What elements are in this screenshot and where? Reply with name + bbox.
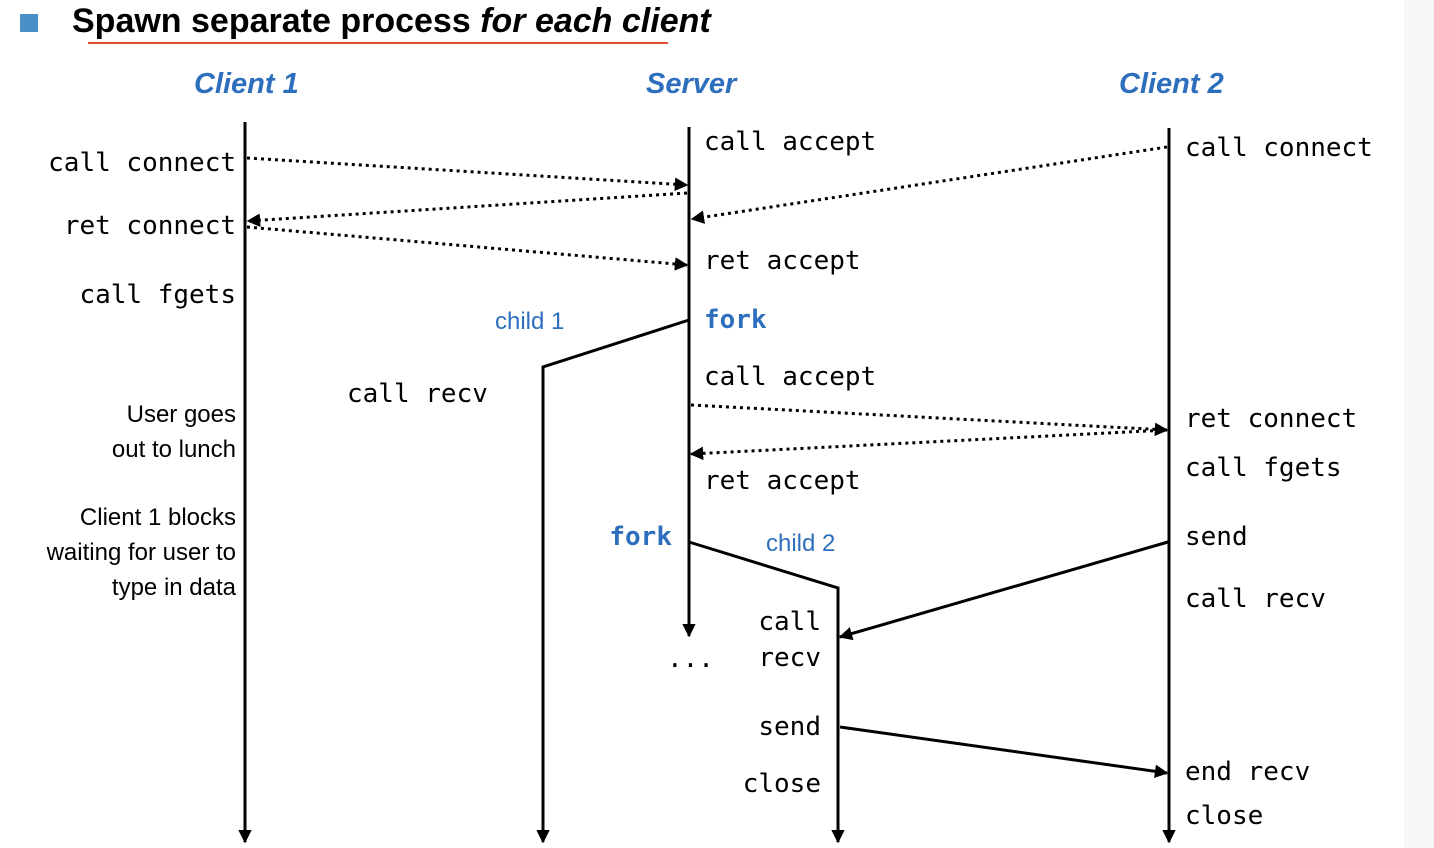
arrow-client2-to-server-ret-accept [689,428,1168,461]
arrow-client2-connect-to-server [690,145,1168,224]
child2-label: child 2 [766,530,836,557]
client2-close: close [1185,801,1264,831]
bullet-square-icon [20,14,38,32]
client2-call-connect: call connect [1185,133,1373,163]
client1-lunch-note: User goes out to lunch [112,398,236,468]
right-scroll-strip [1404,0,1434,848]
server-ret-accept-1: ret accept [704,246,861,276]
child1-call-recv: call recv [347,379,488,409]
child2-close: close [742,769,821,799]
arrow-server-to-client2-ret-connect [690,403,1169,437]
arrow-client1-to-server-ret-accept [246,225,689,271]
server-fork-1: fork [704,305,767,335]
client1-call-connect: call connect [48,148,236,178]
child2-call-recv-line1: call [758,607,821,637]
column-header-client1: Client 1 [194,68,299,100]
child1-label: child 1 [495,308,565,335]
title-underline [88,42,668,44]
note-line: User goes [126,401,236,428]
child2-send: send [758,712,821,742]
server-ellipsis: ... [667,644,714,674]
server-call-accept-2: call accept [704,362,877,392]
client1-call-fgets: call fgets [79,280,236,310]
arrow-server-to-client1-ret-connect [246,191,688,227]
client2-call-fgets: call fgets [1185,453,1342,483]
title-italic-text: for each client [480,2,711,40]
note-line: out to lunch [111,435,236,463]
client2-call-recv: call recv [1185,584,1326,614]
client2-end-recv: end recv [1185,757,1311,787]
client1-ret-connect: ret connect [63,211,236,241]
arrow-child2-send-to-client2 [839,725,1169,778]
server-fork-2: fork [609,522,672,552]
column-header-client2: Client 2 [1119,68,1224,100]
note-line: Client 1 blocks [79,504,236,531]
arrow-client1-connect-to-server [246,156,689,191]
note-line: waiting for user to [46,538,236,566]
server-call-accept-1: call accept [704,127,877,157]
client2-ret-connect: ret connect [1185,404,1358,434]
child2-call-recv-line2: recv [758,642,821,673]
slide-title: Spawn separate process for each client [72,2,711,41]
title-plain-text: Spawn separate process [72,2,481,40]
client1-blocks-note: Client 1 blocks waiting for user to type… [47,501,236,605]
column-header-server: Server [646,68,737,100]
child2-call-recv: call recv [758,605,821,677]
child1-timeline [536,318,690,844]
arrow-client2-send-to-child2 [838,540,1169,641]
client2-send: send [1185,522,1248,552]
server-ret-accept-2: ret accept [704,466,861,496]
note-line: type in data [111,573,236,601]
child2-timeline [688,540,845,844]
